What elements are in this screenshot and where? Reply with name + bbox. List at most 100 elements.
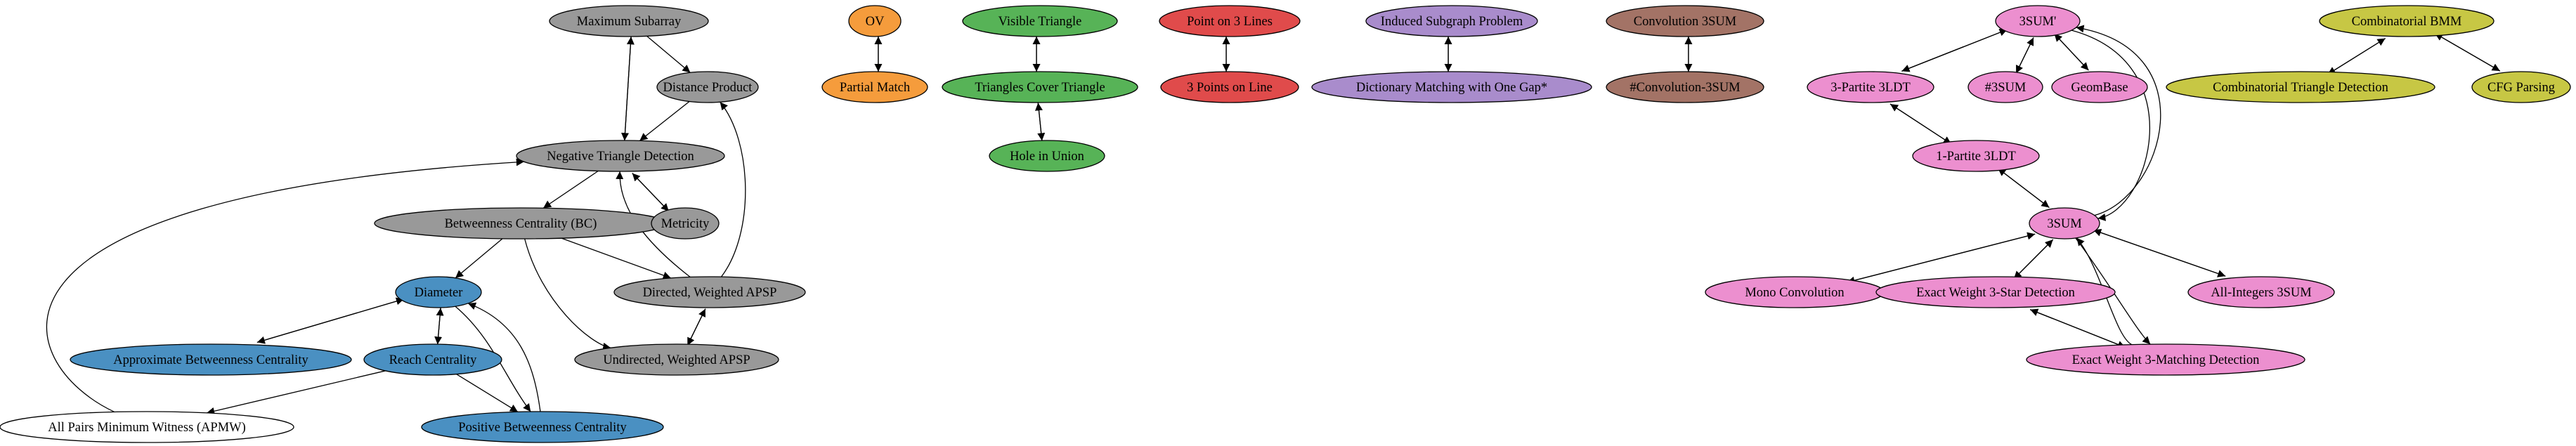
node-label-cbmm: Combinatorial BMM [2352, 15, 2462, 29]
node-ellipse-ntd [516, 140, 725, 172]
node-uwapsp: Undirected, Weighted APSP [574, 343, 779, 376]
node-diameter: Diameter [395, 276, 482, 308]
node-ew3sd: Exact Weight 3-Star Detection [1875, 276, 2116, 308]
node-ellipse-c3s [1606, 5, 1764, 37]
node-ellipse-3pl [1160, 71, 1299, 103]
node-ellipse-ov [848, 5, 902, 37]
node-label-bc: Betweenness Centrality (BC) [445, 217, 597, 231]
node-dmog: Dictionary Matching with One Gap* [1311, 71, 1592, 103]
node-label-hiu: Hole in Union [1010, 150, 1084, 164]
node-ellipse-diameter [395, 276, 482, 308]
node-label-pbc: Positive Betweenness Centrality [458, 421, 627, 435]
node-label-isp: Induced Subgraph Problem [1381, 15, 1523, 29]
edge-ew3md-to-3sum [2076, 237, 2133, 346]
edge-distprod-to-ntd [639, 101, 690, 141]
node-label-h3sum: #3SUM [1985, 81, 2027, 95]
node-label-dmog: Dictionary Matching with One Gap* [1356, 81, 1547, 95]
edge-uwapsp-to-dwapsp [687, 308, 706, 346]
node-1p3ldt: 1-Partite 3LDT [1912, 140, 2040, 172]
node-distprod: Distance Product [656, 71, 759, 103]
node-p3l: Point on 3 Lines [1159, 5, 1301, 37]
node-ellipse-pbc [421, 411, 664, 443]
edge-pbc-to-diameter [467, 302, 541, 412]
node-label-ntd: Negative Triangle Detection [547, 150, 694, 164]
node-ellipse-apmw [0, 411, 294, 443]
node-ellipse-3sump [1995, 5, 2081, 37]
edge-reach-to-pbc [456, 374, 519, 413]
node-label-monoconv: Mono Convolution [1745, 286, 1844, 300]
node-label-vt: Visible Triangle [998, 15, 1082, 29]
edge-reach-to-apmw [207, 370, 386, 415]
node-monoconv: Mono Convolution [1705, 276, 1885, 308]
node-ellipse-ew3md [2026, 343, 2305, 376]
node-ellipse-ai3sum [2187, 276, 2335, 308]
node-ctd: Combinatorial Triangle Detection [2166, 71, 2435, 103]
node-label-1p3ldt: 1-Partite 3LDT [1936, 150, 2016, 164]
node-ellipse-hc3s [1606, 71, 1764, 103]
node-ellipse-distprod [656, 71, 759, 103]
node-ellipse-reach [363, 343, 502, 376]
node-ellipse-cbmm [2319, 5, 2494, 37]
node-bc: Betweenness Centrality (BC) [374, 207, 668, 240]
node-label-reach: Reach Centrality [389, 353, 478, 367]
node-ellipse-isp [1365, 5, 1538, 37]
node-label-3p3ldt: 3-Partite 3LDT [1830, 81, 1911, 95]
node-ellipse-tct [942, 71, 1138, 103]
node-abc: Approximate Betweenness Centrality [70, 343, 352, 376]
edge-3sum-to-3sump [2076, 25, 2161, 216]
edge-1p3ldt-to-3p3ldt [1889, 103, 1952, 145]
node-ellipse-h3sum [1967, 71, 2043, 103]
node-label-abc: Approximate Betweenness Centrality [113, 353, 308, 367]
node-apmw: All Pairs Minimum Witness (APMW) [0, 411, 294, 443]
node-ellipse-hiu [989, 140, 1105, 172]
node-label-c3s: Convolution 3SUM [1634, 15, 1736, 29]
edge-abc-to-diameter [256, 297, 405, 343]
node-label-ov: OV [866, 15, 885, 29]
node-label-ai3sum: All-Integers 3SUM [2211, 286, 2311, 300]
edge-ew3md-to-ew3sd [2029, 308, 2126, 348]
node-label-dwapsp: Directed, Weighted APSP [643, 286, 777, 300]
node-ellipse-metricity [651, 207, 720, 240]
node-label-cfg: CFG Parsing [2487, 81, 2555, 95]
node-label-3sum: 3SUM [2047, 217, 2081, 231]
node-ellipse-maxsub [549, 5, 709, 37]
node-3sump: 3SUM' [1995, 5, 2081, 37]
node-ellipse-ew3sd [1875, 276, 2116, 308]
edges-layer [46, 25, 2501, 415]
edge-3p3ldt-to-3sump [1901, 28, 2008, 72]
node-hiu: Hole in Union [989, 140, 1105, 172]
node-geombase: GeomBase [2051, 71, 2148, 103]
edge-metricity-to-ntd [632, 173, 670, 212]
node-reach: Reach Centrality [363, 343, 502, 376]
node-label-ew3sd: Exact Weight 3-Star Detection [1916, 286, 2075, 300]
node-ellipse-cfg [2471, 71, 2571, 103]
node-3pl: 3 Points on Line [1160, 71, 1299, 103]
node-label-distprod: Distance Product [663, 81, 753, 95]
edge-geombase-to-3sump [2054, 33, 2089, 71]
node-ellipse-dmog [1311, 71, 1592, 103]
node-label-uwapsp: Undirected, Weighted APSP [603, 353, 750, 367]
node-dwapsp: Directed, Weighted APSP [613, 276, 806, 308]
node-3p3ldt: 3-Partite 3LDT [1807, 71, 1934, 103]
edge-apmw-to-ntd [46, 158, 524, 413]
edge-ntd-to-maxsub [624, 37, 635, 141]
edge-monoconv-to-3sum [1847, 232, 2036, 283]
node-label-maxsub: Maximum Subarray [577, 15, 682, 29]
edge-3sum-to-1p3ldt [1997, 168, 2050, 209]
node-hc3s: #Convolution-3SUM [1606, 71, 1764, 103]
node-label-p3l: Point on 3 Lines [1187, 15, 1273, 29]
node-ellipse-3sum [2029, 207, 2100, 240]
node-label-metricity: Metricity [661, 217, 710, 231]
node-label-3sump: 3SUM' [2019, 15, 2057, 29]
edge-h3sum-to-3sump [2015, 37, 2034, 74]
node-ellipse-vt [962, 5, 1118, 37]
edge-bc-to-dwapsp [561, 237, 672, 280]
node-label-pm: Partial Match [840, 81, 910, 95]
node-ellipse-abc [70, 343, 352, 376]
node-cfg: CFG Parsing [2471, 71, 2571, 103]
node-ellipse-p3l [1159, 5, 1301, 37]
node-tct: Triangles Cover Triangle [942, 71, 1138, 103]
edge-maxsub-to-distprod [646, 35, 691, 73]
